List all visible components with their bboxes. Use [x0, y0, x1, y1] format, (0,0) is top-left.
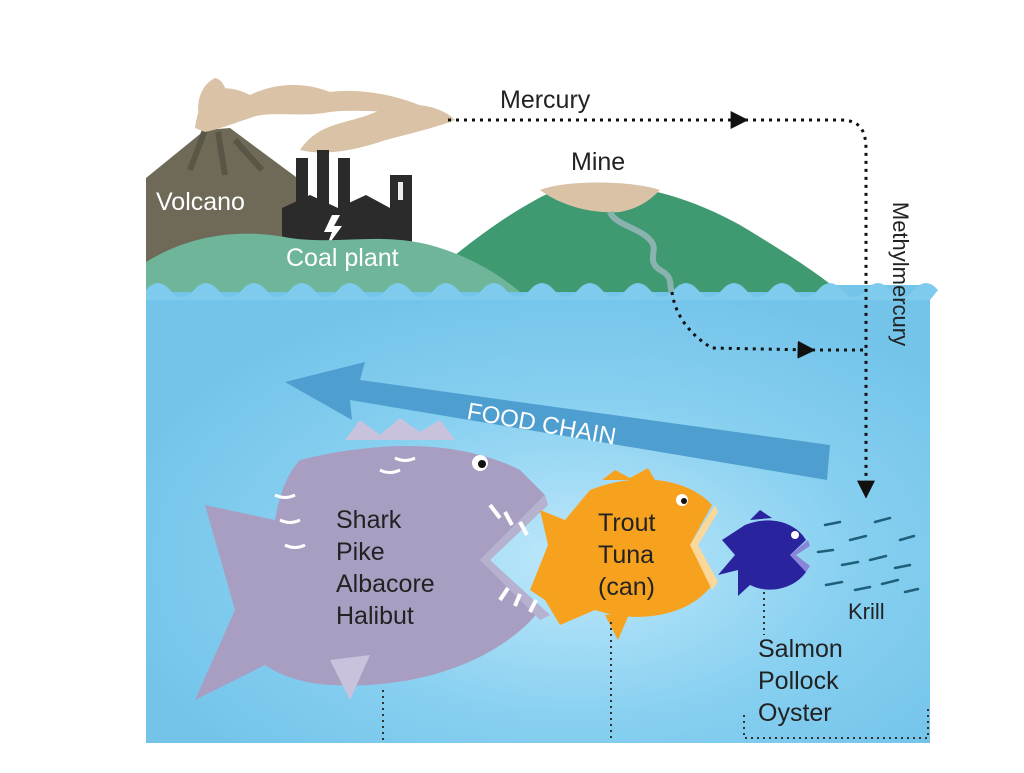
- mine-runoff: [607, 210, 675, 294]
- coal-plant-label: Coal plant: [286, 244, 399, 272]
- medium-fish-species: Trout: [598, 509, 656, 537]
- large-fish-species: Pike: [336, 538, 385, 566]
- mine-hill: [420, 184, 840, 292]
- coal-plant-icon: [282, 104, 455, 255]
- small-fish-species: Pollock: [758, 667, 839, 695]
- methylmercury-label: Methylmercury: [888, 201, 913, 347]
- medium-fish-icon: [530, 468, 718, 640]
- waterline-waves: [146, 283, 938, 300]
- medium-fish-species-list: Trout Tuna (can): [598, 507, 655, 603]
- large-fish-icon: [195, 418, 550, 700]
- medium-fish-species: (can): [598, 573, 655, 601]
- medium-fish-species: Tuna: [598, 541, 655, 569]
- small-fish-species: Oyster: [758, 699, 832, 727]
- krill-label: Krill: [848, 599, 885, 624]
- small-fish-icon: [718, 510, 810, 596]
- volcano-label: Volcano: [156, 188, 245, 216]
- large-fish-species-list: Shark Pike Albacore Halibut: [336, 504, 435, 632]
- small-fish-species-list: Salmon Pollock Oyster: [758, 633, 843, 729]
- food-chain-arrow: [285, 362, 830, 480]
- shore-hill: [146, 233, 520, 292]
- small-fish-species: Salmon: [758, 635, 843, 663]
- mine-label: Mine: [571, 148, 626, 176]
- mine-pit: [540, 182, 660, 213]
- large-fish-species: Albacore: [336, 570, 435, 598]
- mercury-label: Mercury: [500, 86, 591, 114]
- volcano-icon: [146, 78, 430, 265]
- large-fish-species: Halibut: [336, 602, 414, 630]
- krill-icon: [816, 516, 920, 594]
- small-fish-dotted-pointer: [743, 592, 929, 739]
- large-fish-species: Shark: [336, 506, 402, 534]
